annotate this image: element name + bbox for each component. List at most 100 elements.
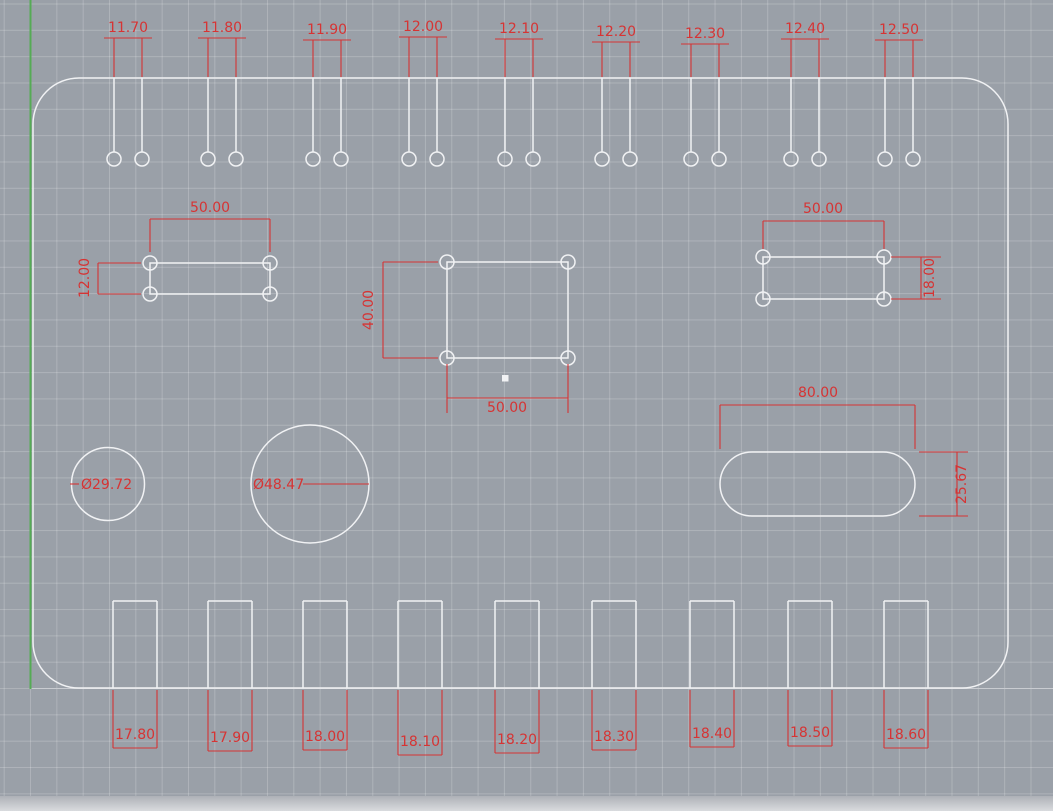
- dimension-label[interactable]: 17.90: [210, 730, 250, 746]
- top-slot[interactable]: [683, 78, 727, 167]
- dimension-label[interactable]: Ø48.47: [253, 477, 304, 493]
- slot-end-circle[interactable]: [683, 151, 699, 167]
- bottom-tab[interactable]: [689, 600, 735, 688]
- dimension-label[interactable]: 18.30: [594, 729, 634, 745]
- slot-end-circle[interactable]: [811, 151, 827, 167]
- slot-end-circle[interactable]: [783, 151, 799, 167]
- dimension-label[interactable]: Ø29.72: [81, 477, 132, 493]
- slot-end-circle[interactable]: [134, 151, 150, 167]
- dimension-label[interactable]: 17.80: [115, 727, 155, 743]
- bottom-tab-dimension[interactable]: 18.20: [494, 690, 540, 754]
- dimension-label[interactable]: 11.80: [202, 20, 242, 36]
- slot-end-circle[interactable]: [305, 151, 321, 167]
- top-slot-dimension[interactable]: 11.70: [104, 20, 152, 77]
- bottom-tab-dimension[interactable]: 18.40: [689, 690, 735, 748]
- bottom-tab[interactable]: [397, 600, 443, 688]
- part-outline[interactable]: [32, 77, 1009, 689]
- top-slot[interactable]: [497, 78, 541, 167]
- dimension-label[interactable]: 12.20: [596, 24, 636, 40]
- bottom-tab-dimension[interactable]: 17.90: [207, 690, 253, 752]
- top-slot-dimension[interactable]: 12.00: [399, 19, 447, 77]
- bottom-tab[interactable]: [787, 600, 833, 688]
- rect-edge[interactable]: [149, 262, 271, 295]
- left-corner-rect[interactable]: [142, 255, 278, 302]
- dimension-label[interactable]: 50.00: [190, 200, 230, 216]
- bottom-tab-dimension[interactable]: 18.50: [787, 690, 833, 747]
- sketch-dimensions[interactable]: 11.70 11.80 11.90 12.00 12.10 12.20 12.30 12.40…: [70, 19, 970, 756]
- bottom-tab-dimension[interactable]: 18.60: [883, 690, 929, 749]
- top-slot[interactable]: [594, 78, 638, 167]
- top-slot-dimension[interactable]: 12.40: [781, 21, 829, 77]
- slot-end-circle[interactable]: [228, 151, 244, 167]
- dimension-label[interactable]: 12.30: [685, 26, 725, 42]
- bottom-tab-dimension[interactable]: 18.30: [591, 690, 637, 751]
- dimension-label[interactable]: 12.00: [403, 19, 443, 35]
- corner-circle[interactable]: [755, 291, 771, 307]
- sketch-origin-point[interactable]: [502, 375, 509, 382]
- dimension-label[interactable]: 12.50: [879, 22, 919, 38]
- bottom-tab[interactable]: [302, 600, 348, 688]
- center-rect-dimension[interactable]: 40.00 50.00: [361, 261, 569, 416]
- dimension-label[interactable]: 12.00: [77, 258, 93, 298]
- slot-end-circle[interactable]: [877, 151, 893, 167]
- dimension-label[interactable]: 25.67: [954, 464, 970, 504]
- bottom-tab[interactable]: [591, 600, 637, 688]
- rect-edge[interactable]: [762, 256, 885, 300]
- slot-end-circle[interactable]: [106, 151, 122, 167]
- corner-circle[interactable]: [560, 254, 576, 270]
- small-circle-dimension[interactable]: Ø29.72: [70, 477, 132, 493]
- large-circle-dimension[interactable]: Ø48.47: [253, 477, 369, 493]
- top-slot[interactable]: [305, 78, 349, 167]
- dimension-label[interactable]: 11.70: [108, 20, 148, 36]
- dimension-label[interactable]: 18.40: [692, 726, 732, 742]
- dimension-label[interactable]: 18.10: [400, 734, 440, 750]
- bottom-tab-dimension[interactable]: 18.00: [302, 690, 348, 751]
- top-slot[interactable]: [783, 78, 827, 167]
- slot-end-circle[interactable]: [497, 151, 513, 167]
- slot-end-circle[interactable]: [429, 151, 445, 167]
- dimension-label[interactable]: 11.90: [307, 22, 347, 38]
- dimension-label[interactable]: 18.00: [305, 729, 345, 745]
- slot-end-circle[interactable]: [905, 151, 921, 167]
- dimension-label[interactable]: 18.00: [922, 258, 938, 298]
- dimension-label[interactable]: 50.00: [487, 400, 527, 416]
- corner-circle[interactable]: [262, 286, 278, 302]
- slot-end-circle[interactable]: [200, 151, 216, 167]
- top-slot[interactable]: [401, 78, 445, 167]
- slot-end-circle[interactable]: [525, 151, 541, 167]
- top-slot[interactable]: [877, 78, 921, 167]
- top-slot-dimension[interactable]: 12.20: [592, 24, 640, 77]
- sketch-geometry[interactable]: [32, 77, 1009, 689]
- top-slot[interactable]: [200, 78, 244, 167]
- rect-edge[interactable]: [446, 261, 569, 359]
- slot-end-circle[interactable]: [711, 151, 727, 167]
- dimension-label[interactable]: 18.60: [886, 727, 926, 743]
- corner-circle[interactable]: [755, 249, 771, 265]
- bottom-tab[interactable]: [883, 600, 929, 688]
- slot-dimension[interactable]: 80.00 25.67: [719, 385, 970, 517]
- center-corner-rect[interactable]: [439, 254, 576, 366]
- top-slot-dimension[interactable]: 11.80: [198, 20, 246, 77]
- slot-end-circle[interactable]: [401, 151, 417, 167]
- top-slot-dimension[interactable]: 12.10: [495, 21, 543, 77]
- dimension-label[interactable]: 80.00: [798, 385, 838, 401]
- bottom-tab[interactable]: [207, 600, 253, 688]
- top-slot-dimension[interactable]: 12.30: [681, 26, 729, 77]
- dimension-label[interactable]: 18.20: [497, 732, 537, 748]
- top-slot-dimension[interactable]: 11.90: [303, 22, 351, 77]
- corner-circle[interactable]: [142, 286, 158, 302]
- top-slot-dimension[interactable]: 12.50: [875, 22, 923, 77]
- bottom-tab[interactable]: [112, 600, 158, 688]
- slot-feature[interactable]: [719, 451, 916, 517]
- bottom-tab[interactable]: [494, 600, 540, 688]
- dimension-label[interactable]: 40.00: [361, 290, 377, 330]
- corner-circle[interactable]: [439, 254, 455, 270]
- top-slot[interactable]: [106, 78, 150, 167]
- bottom-tab-dimension[interactable]: 17.80: [112, 690, 158, 749]
- corner-circle[interactable]: [142, 255, 158, 271]
- right-corner-rect[interactable]: [755, 249, 892, 307]
- dimension-label[interactable]: 12.40: [785, 21, 825, 37]
